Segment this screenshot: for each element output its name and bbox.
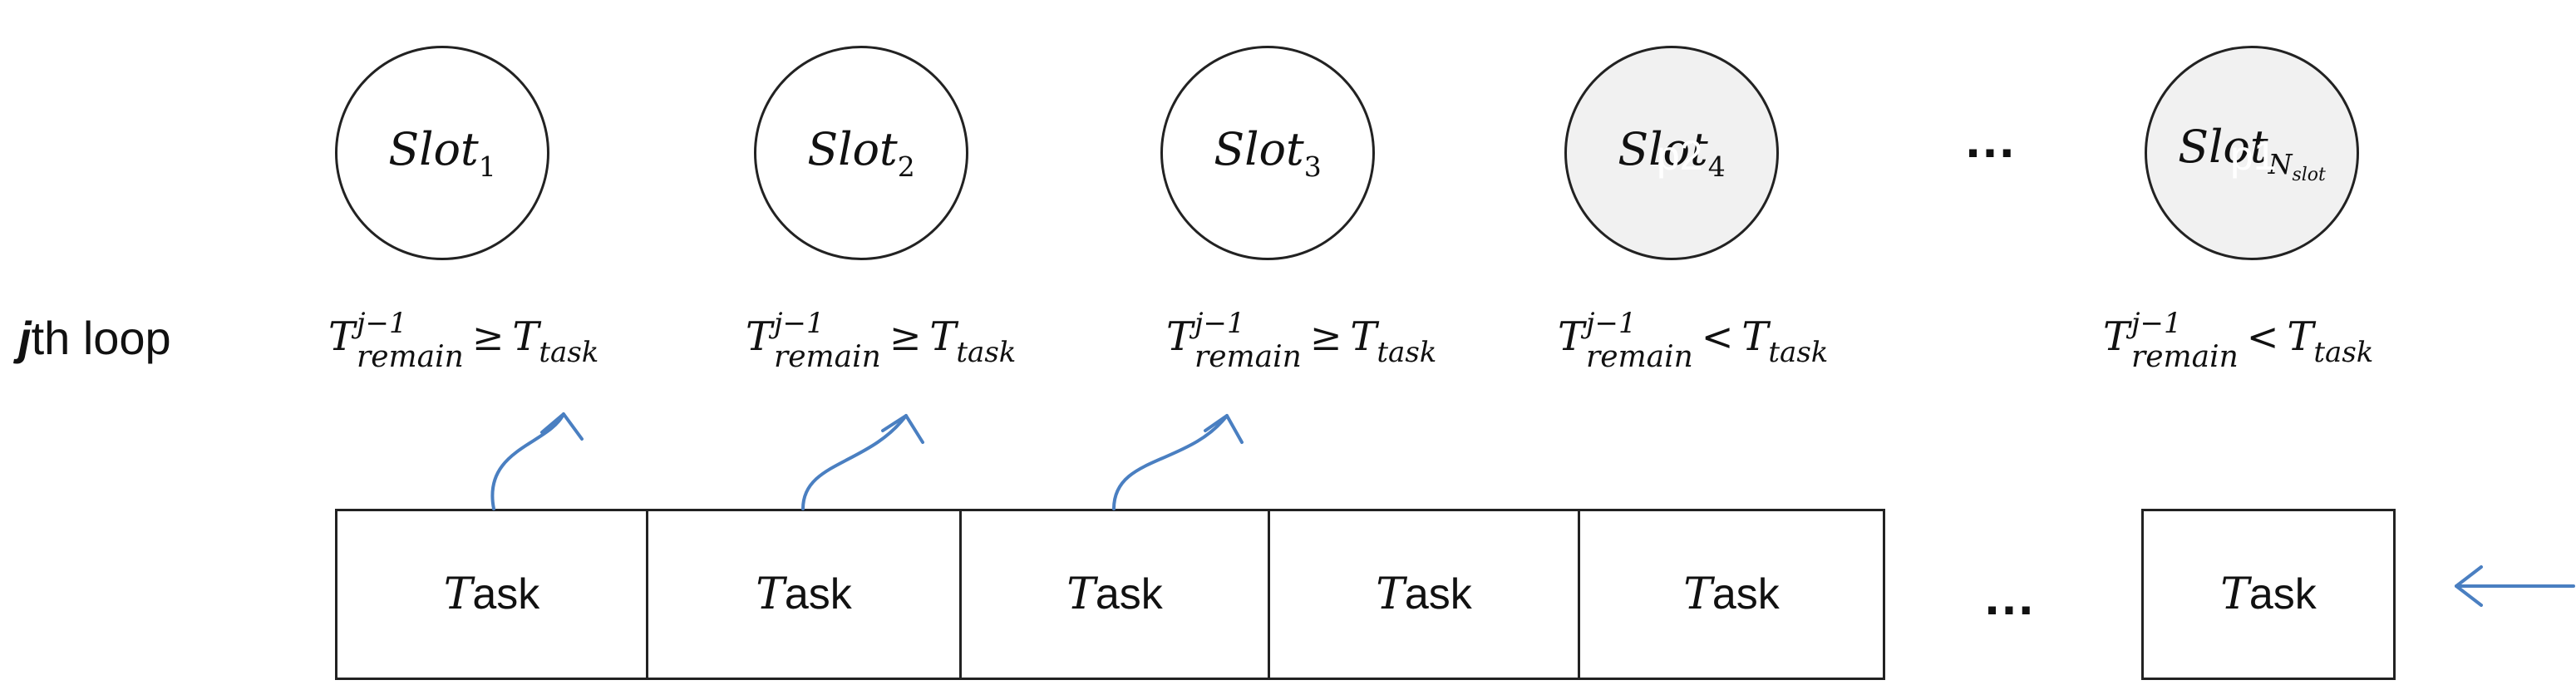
task-ellipsis: … [1982,566,2037,626]
task-box-n: Task [2141,509,2396,680]
task-label: Task [1066,569,1163,619]
task-label: Task [1683,569,1780,619]
slot-4-label: Slot4 [1618,123,1726,183]
slot-1-label: Slot1 [388,123,496,183]
incoming-arrow [2455,565,2575,607]
slot-n: SlotNslot p1 [2145,46,2359,260]
task-box-1: Task [335,509,648,680]
slot-4-ghost-text: p2 [1657,132,1703,179]
task-label: Task [443,569,540,619]
slot-ellipsis: … [1963,109,2018,169]
slot-2-label: Slot2 [807,123,915,183]
task-box-2: Task [646,509,962,680]
slot-n-label: SlotNslot [2178,121,2326,185]
slot-1: Slot1 [335,46,549,260]
assign-arrow-3 [1112,414,1244,510]
task-box-3: Task [959,509,1270,680]
loop-label: jth loop [18,312,171,364]
task-label: Task [1376,569,1472,619]
slot-n-ghost-text: p1 [2230,132,2277,179]
task-label: Task [2220,569,2317,619]
assign-arrow-1 [490,412,584,510]
slot-3-label: Slot3 [1214,123,1322,183]
task-box-5: Task [1578,509,1885,680]
assign-arrow-2 [801,414,924,510]
slot-4: Slot4 p2 [1564,46,1779,260]
slot-2: Slot2 [754,46,968,260]
task-label: Task [756,569,852,619]
slot-3: Slot3 [1160,46,1375,260]
